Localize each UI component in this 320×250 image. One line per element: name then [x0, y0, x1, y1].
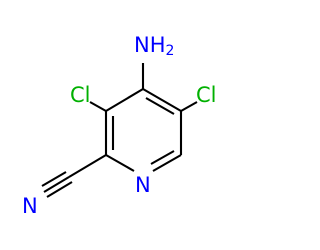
bond-c6-n1 — [152, 154, 182, 172]
substituent-bonds — [41, 63, 198, 198]
molecule-structure: NH2 Cl Cl N N — [22, 33, 217, 218]
bond-c5-cl — [180, 101, 198, 112]
bond-c4-c5-inner — [145, 97, 175, 115]
bond-nitrile-2 — [41, 171, 67, 187]
chlorine-right-label: Cl — [196, 83, 217, 107]
ring-nitrogen-label: N — [135, 173, 151, 197]
bond-c6-n1-inner — [150, 150, 175, 165]
bond-nitrile-3 — [46, 181, 73, 198]
amino-label: NH2 — [134, 33, 174, 59]
amino-symbol: NH — [134, 33, 166, 57]
bond-c2-cn — [68, 154, 107, 178]
chlorine-left-label: Cl — [70, 83, 91, 107]
bond-c4-c5 — [142, 88, 182, 112]
bond-c3-c4 — [105, 88, 144, 112]
pyridine-ring — [104, 88, 183, 172]
nitrile-nitrogen-label: N — [22, 194, 38, 218]
bond-n1-c2 — [105, 154, 135, 172]
amino-subscript: 2 — [166, 43, 175, 59]
bond-nitrile-1 — [43, 176, 70, 193]
bond-c3-cl — [89, 101, 107, 112]
